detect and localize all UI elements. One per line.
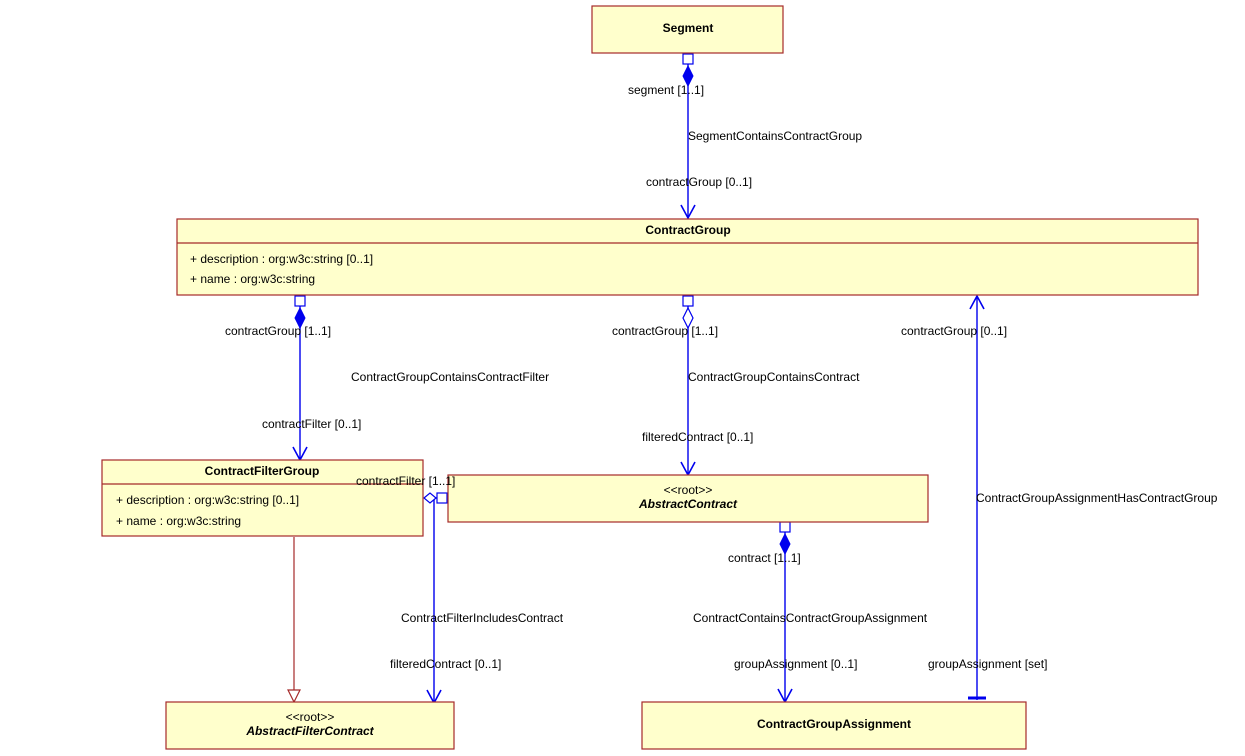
attribute-description: + description : org:w3c:string [0..1]: [116, 493, 299, 507]
class-contract-filter-group[interactable]: ContractFilterGroup + description : org:…: [101, 459, 424, 537]
arrowhead-icon: [969, 294, 985, 310]
class-segment[interactable]: Segment: [591, 5, 784, 54]
generalization-triangle-icon: [287, 689, 301, 704]
association-name-label: ContractFilterIncludesContract: [401, 611, 564, 625]
role-label-contract-group: contractGroup [0..1]: [901, 324, 1007, 338]
assoc-contract-group-contains-contract[interactable]: [680, 295, 696, 477]
class-name: ContractGroupAssignment: [757, 717, 911, 731]
role-label-group-assignment: groupAssignment [set]: [928, 657, 1047, 671]
end-square-icon: [682, 53, 694, 65]
role-label-contract-filter: contractFilter [1..1]: [356, 474, 455, 488]
role-label-group-assignment: groupAssignment [0..1]: [734, 657, 857, 671]
composition-diamond-icon: [779, 532, 791, 556]
role-label-filtered-contract: filteredContract [0..1]: [642, 430, 753, 444]
role-label-contract-group: contractGroup [0..1]: [646, 175, 752, 189]
attribute-name: + name : org:w3c:string: [190, 272, 315, 286]
association-name-label: ContractContainsContractGroupAssignment: [693, 611, 928, 625]
arrowhead-icon: [680, 204, 696, 220]
class-name: ContractFilterGroup: [205, 464, 320, 478]
generalization-filter-group-to-abstract-filter-contract[interactable]: [287, 537, 301, 704]
role-label-contract-filter: contractFilter [0..1]: [262, 417, 361, 431]
association-name-label: SegmentContainsContractGroup: [688, 129, 862, 143]
stereotype-label: <<root>>: [286, 710, 335, 724]
composition-diamond-icon: [294, 306, 306, 330]
class-name: ContractGroup: [645, 223, 730, 237]
aggregation-diamond-icon: [423, 492, 437, 504]
role-label-filtered-contract: filteredContract [0..1]: [390, 657, 501, 671]
assoc-contract-group-assignment-has-contract-group[interactable]: [968, 294, 986, 700]
role-label-segment: segment [1..1]: [628, 83, 704, 97]
class-contract-group[interactable]: ContractGroup + description : org:w3c:st…: [176, 218, 1199, 296]
role-label-contract-group: contractGroup [1..1]: [225, 324, 331, 338]
assoc-contract-group-contains-contract-filter[interactable]: [292, 295, 308, 462]
attribute-name: + name : org:w3c:string: [116, 514, 241, 528]
class-contract-group-assignment[interactable]: ContractGroupAssignment: [641, 701, 1027, 750]
class-abstract-filter-contract[interactable]: <<root>> AbstractFilterContract: [165, 701, 455, 750]
class-abstract-contract[interactable]: <<root>> AbstractContract: [447, 474, 929, 523]
association-name-label: ContractGroupAssignmentHasContractGroup: [976, 491, 1218, 505]
end-square-icon: [294, 295, 306, 307]
attribute-description: + description : org:w3c:string [0..1]: [190, 252, 373, 266]
association-name-label: ContractGroupContainsContractFilter: [351, 370, 549, 384]
association-name-label: ContractGroupContainsContract: [688, 370, 860, 384]
end-square-icon: [436, 492, 448, 504]
stereotype-label: <<root>>: [664, 483, 713, 497]
assoc-contract-filter-includes-contract[interactable]: [423, 492, 448, 705]
end-square-icon: [682, 295, 694, 307]
assoc-segment-contains-contract-group[interactable]: [680, 53, 696, 220]
composition-diamond-icon: [682, 64, 694, 88]
class-name: Segment: [663, 21, 714, 35]
role-label-contract-group: contractGroup [1..1]: [612, 324, 718, 338]
aggregation-diamond-icon: [682, 306, 694, 330]
role-label-contract: contract [1..1]: [728, 551, 801, 565]
class-name: AbstractFilterContract: [245, 724, 374, 738]
end-square-icon: [779, 521, 791, 533]
class-name: AbstractContract: [638, 497, 738, 511]
